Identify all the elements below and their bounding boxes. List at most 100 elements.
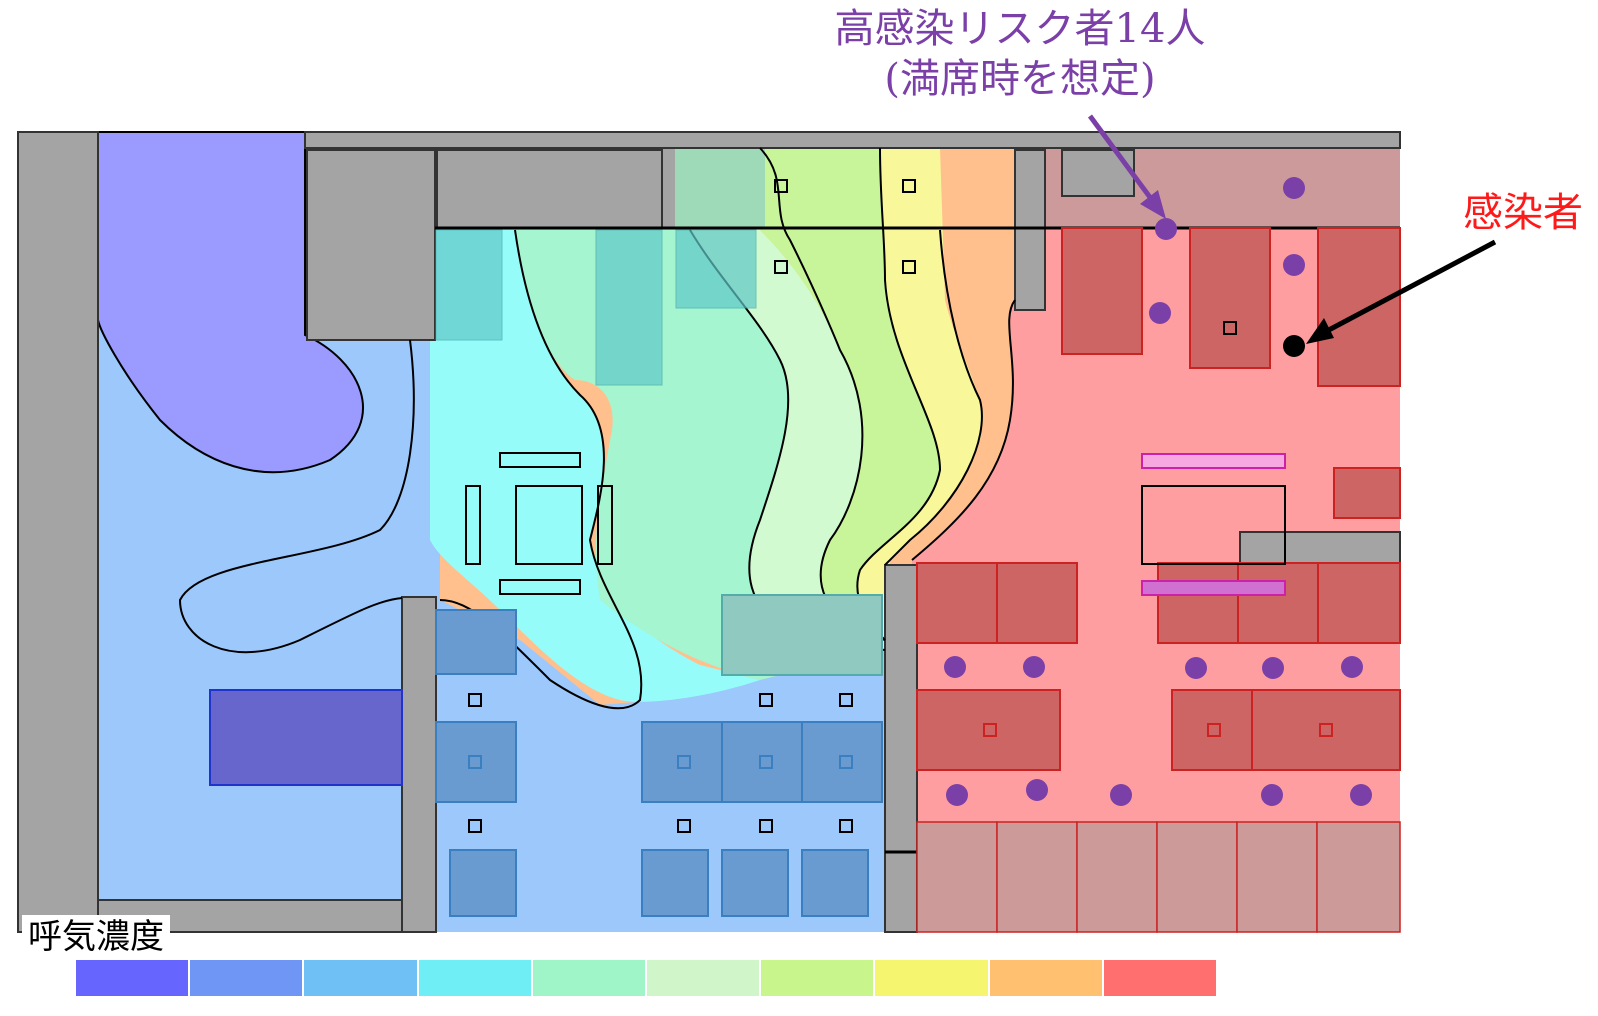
marker xyxy=(468,819,482,833)
marker xyxy=(774,179,788,193)
desk-right-row3-6 xyxy=(1316,821,1401,933)
contour-cyan xyxy=(430,230,760,702)
marker xyxy=(677,819,691,833)
high-risk-seat xyxy=(1155,218,1177,240)
high-risk-arrow-line xyxy=(1087,114,1155,202)
legend-swatch-5 xyxy=(532,960,648,996)
marker xyxy=(1223,321,1237,335)
top-strip-teal xyxy=(675,148,765,228)
marker xyxy=(774,260,788,274)
high-risk-label-line2: (満席時を想定) xyxy=(884,56,1156,102)
infected-arrow-line xyxy=(1323,239,1497,335)
desk-right-row1-2 xyxy=(996,562,1078,644)
desk-right-row2-2 xyxy=(1171,689,1253,771)
meeting-chair-right xyxy=(597,485,613,565)
desk-right-row1-3 xyxy=(1157,562,1239,644)
desk-mid-4 xyxy=(641,849,709,917)
desk-mid-5 xyxy=(721,849,789,917)
desk-left-2 xyxy=(435,721,517,803)
high-risk-seat xyxy=(1283,254,1305,276)
desk-mid-3 xyxy=(801,721,883,803)
wall-divider-left xyxy=(401,596,437,933)
infected-seat xyxy=(1283,335,1305,357)
high-risk-seat xyxy=(1023,656,1045,678)
marker xyxy=(1319,723,1333,737)
contour-line-4 xyxy=(759,147,886,641)
high-risk-seat xyxy=(1261,784,1283,806)
marker xyxy=(839,693,853,707)
marker xyxy=(759,693,773,707)
desk-left-1 xyxy=(435,609,517,675)
meeting-table-right xyxy=(1141,485,1286,565)
high-risk-seat xyxy=(946,784,968,806)
pillar-top-left xyxy=(306,149,436,341)
high-risk-seat xyxy=(1110,784,1132,806)
desk-cyan-2 xyxy=(595,229,663,386)
desk-right-top-1 xyxy=(1061,227,1143,355)
contour-line-7 xyxy=(911,299,1016,561)
legend-color-scale xyxy=(76,960,1217,996)
high-risk-seat xyxy=(1149,302,1171,324)
high-risk-arrow-head xyxy=(1140,190,1166,219)
legend-swatch-1 xyxy=(76,960,191,996)
legend-swatch-6 xyxy=(647,960,762,996)
contour-line-6 xyxy=(884,229,983,566)
contour-purple xyxy=(97,131,364,474)
meeting-chair-top xyxy=(499,452,581,468)
desk-right-row1-1 xyxy=(916,562,998,644)
legend-swatch-2 xyxy=(190,960,305,996)
legend-swatch-8 xyxy=(875,960,990,996)
desk-right-top-3 xyxy=(1317,227,1401,387)
marker xyxy=(468,755,482,769)
legend-swatch-3 xyxy=(304,960,419,996)
high-risk-seat xyxy=(1350,784,1372,806)
pillar-top-far xyxy=(1061,149,1135,197)
desk-right-row1-4 xyxy=(1237,562,1319,644)
desk-mid-2 xyxy=(721,721,803,803)
desk-right-side xyxy=(1333,467,1401,519)
desk-mid-top xyxy=(721,594,883,676)
marker xyxy=(839,755,853,769)
desk-right-row3-4 xyxy=(1156,821,1238,933)
high-risk-seat xyxy=(1026,779,1048,801)
meeting-chair-left xyxy=(465,485,481,565)
contour-line-5 xyxy=(856,147,942,641)
high-risk-seat xyxy=(944,656,966,678)
desk-cyan-1 xyxy=(435,229,503,341)
desk-blue-long xyxy=(209,689,403,786)
wall-top-band xyxy=(304,131,1401,149)
legend-title: 呼気濃度 xyxy=(22,915,170,959)
marker xyxy=(468,693,482,707)
contour-line-1 xyxy=(178,339,415,654)
desk-left-3 xyxy=(449,849,517,917)
desk-right-row3-1 xyxy=(916,821,998,933)
marker xyxy=(759,755,773,769)
legend-swatch-10 xyxy=(1103,960,1217,996)
contour-line-2 xyxy=(439,229,643,710)
legend-swatch-7 xyxy=(761,960,876,996)
high-risk-label-line1: 高感染リスク者14人 xyxy=(834,6,1206,52)
desk-right-row3-3 xyxy=(1076,821,1158,933)
high-risk-seat xyxy=(1341,656,1363,678)
legend-swatch-9 xyxy=(989,960,1104,996)
desk-right-top-2 xyxy=(1189,227,1271,369)
infected-arrow-head xyxy=(1306,318,1334,344)
marker xyxy=(839,819,853,833)
wall-divider-right xyxy=(884,564,918,933)
meeting-table xyxy=(515,485,583,565)
legend-swatch-4 xyxy=(418,960,533,996)
marker xyxy=(902,179,916,193)
high-risk-seat xyxy=(1283,177,1305,199)
marker xyxy=(759,819,773,833)
desk-right-row2-1 xyxy=(916,689,1061,771)
meeting-chair-bottom xyxy=(499,579,581,595)
high-risk-annotation: 高感染リスク者14人 (満席時を想定) xyxy=(800,4,1240,104)
pink-bar-top xyxy=(1141,453,1286,469)
pink-bar-bottom xyxy=(1141,580,1286,596)
marker xyxy=(983,723,997,737)
desk-right-row2-3 xyxy=(1251,689,1401,771)
high-risk-seat xyxy=(1262,657,1284,679)
desk-right-row3-2 xyxy=(996,821,1078,933)
desk-right-row3-5 xyxy=(1236,821,1318,933)
